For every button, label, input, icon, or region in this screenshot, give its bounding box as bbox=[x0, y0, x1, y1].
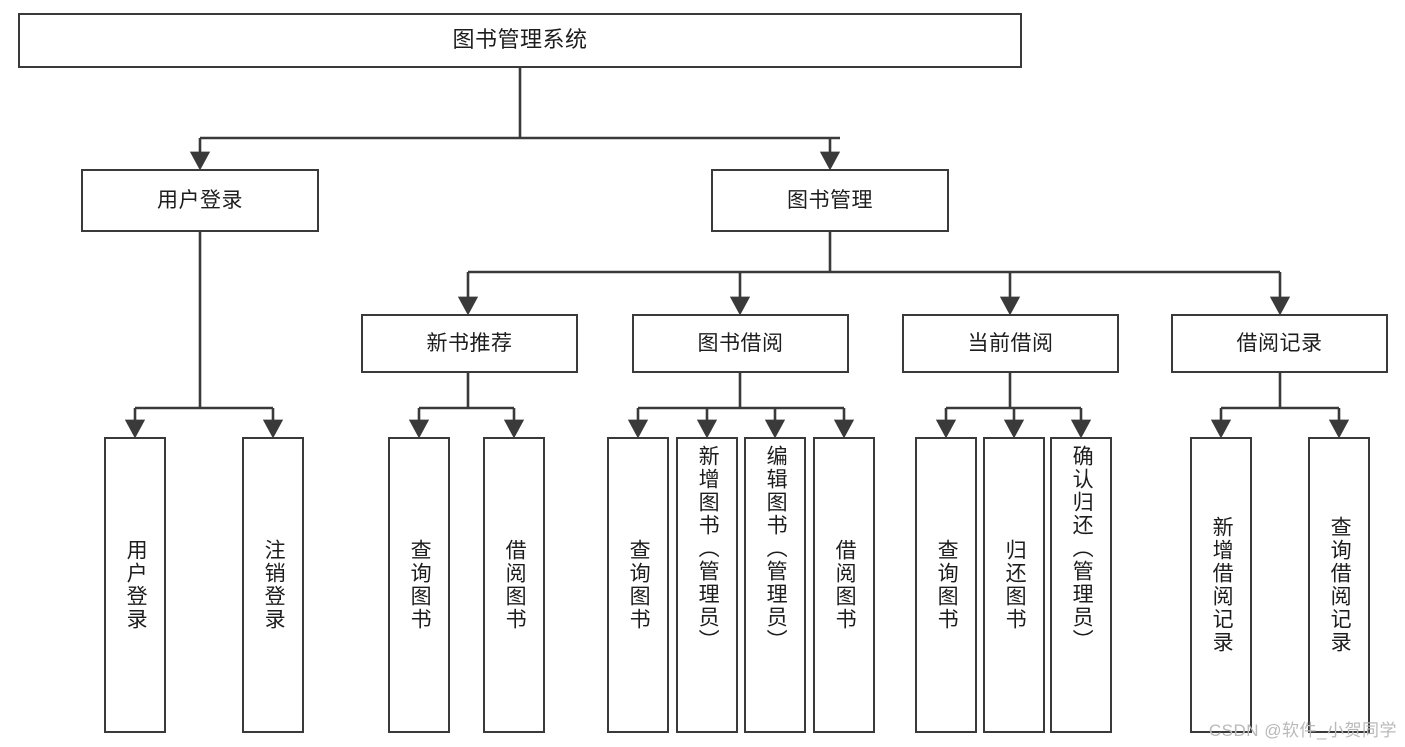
node-label: 确认归还（管理员） bbox=[1070, 445, 1094, 652]
node-label: 归还图书 bbox=[1003, 539, 1027, 631]
edge-root-to-level2 bbox=[189, 68, 841, 171]
leaf-node-return-book[interactable]: 归还图书 bbox=[983, 437, 1045, 733]
leaf-node-add-borrow-record[interactable]: 新增借阅记录 bbox=[1190, 437, 1252, 733]
leaf-node-borrow-book-recommend[interactable]: 借阅图书 bbox=[483, 437, 545, 733]
leaf-node-logout[interactable]: 注销登录 bbox=[242, 437, 304, 733]
node-label: 查询图书 bbox=[627, 539, 651, 631]
node-current-borrow[interactable]: 当前借阅 bbox=[902, 314, 1119, 373]
node-label: 查询图书 bbox=[408, 539, 432, 631]
edge-bookborrow-to-leaves bbox=[627, 373, 855, 439]
node-label: 查询借阅记录 bbox=[1328, 516, 1352, 654]
leaf-node-query-book-current[interactable]: 查询图书 bbox=[915, 437, 977, 733]
node-label: 新书推荐 bbox=[426, 331, 513, 355]
node-borrow-record[interactable]: 借阅记录 bbox=[1171, 314, 1388, 373]
edge-bookmanage-to-level3 bbox=[457, 232, 1291, 316]
node-label: 图书管理系统 bbox=[452, 27, 588, 53]
leaf-node-borrow-book[interactable]: 借阅图书 bbox=[813, 437, 875, 733]
node-book-borrow[interactable]: 图书借阅 bbox=[632, 314, 849, 373]
node-label: 用户登录 bbox=[124, 539, 148, 631]
leaf-node-query-book-recommend[interactable]: 查询图书 bbox=[388, 437, 450, 733]
node-label: 注销登录 bbox=[262, 539, 286, 631]
node-label: 用户登录 bbox=[157, 188, 243, 212]
node-label: 借阅图书 bbox=[503, 539, 527, 631]
node-root-system[interactable]: 图书管理系统 bbox=[18, 13, 1022, 68]
leaf-node-query-book-borrow[interactable]: 查询图书 bbox=[607, 437, 669, 733]
leaf-node-confirm-return-admin[interactable]: 确认归还（管理员） bbox=[1050, 437, 1112, 733]
node-label: 借阅图书 bbox=[833, 539, 857, 631]
node-new-book-recommend[interactable]: 新书推荐 bbox=[361, 314, 578, 373]
leaf-node-user-login[interactable]: 用户登录 bbox=[104, 437, 166, 733]
node-label: 新增借阅记录 bbox=[1210, 516, 1234, 654]
node-label: 编辑图书（管理员） bbox=[764, 445, 788, 652]
edge-newbook-to-leaves bbox=[408, 373, 525, 439]
node-label: 当前借阅 bbox=[967, 331, 1054, 355]
node-user-login[interactable]: 用户登录 bbox=[81, 169, 319, 232]
node-label: 借阅记录 bbox=[1236, 331, 1323, 355]
edge-borrowrecord-to-leaves bbox=[1210, 373, 1350, 439]
edge-userlogin-to-leaves bbox=[124, 232, 284, 439]
node-book-manage[interactable]: 图书管理 bbox=[711, 169, 949, 232]
edge-currentborrow-to-leaves bbox=[935, 373, 1092, 439]
node-label: 图书管理 bbox=[787, 188, 873, 212]
node-label: 新增图书（管理员） bbox=[696, 445, 720, 652]
csdn-watermark: CSDN @软件_小贺同学 bbox=[1208, 721, 1397, 740]
node-label: 查询图书 bbox=[935, 539, 959, 631]
node-label: 图书借阅 bbox=[697, 331, 784, 355]
leaf-node-add-book-admin[interactable]: 新增图书（管理员） bbox=[676, 437, 738, 733]
leaf-node-query-borrow-record[interactable]: 查询借阅记录 bbox=[1308, 437, 1370, 733]
leaf-node-edit-book-admin[interactable]: 编辑图书（管理员） bbox=[744, 437, 806, 733]
